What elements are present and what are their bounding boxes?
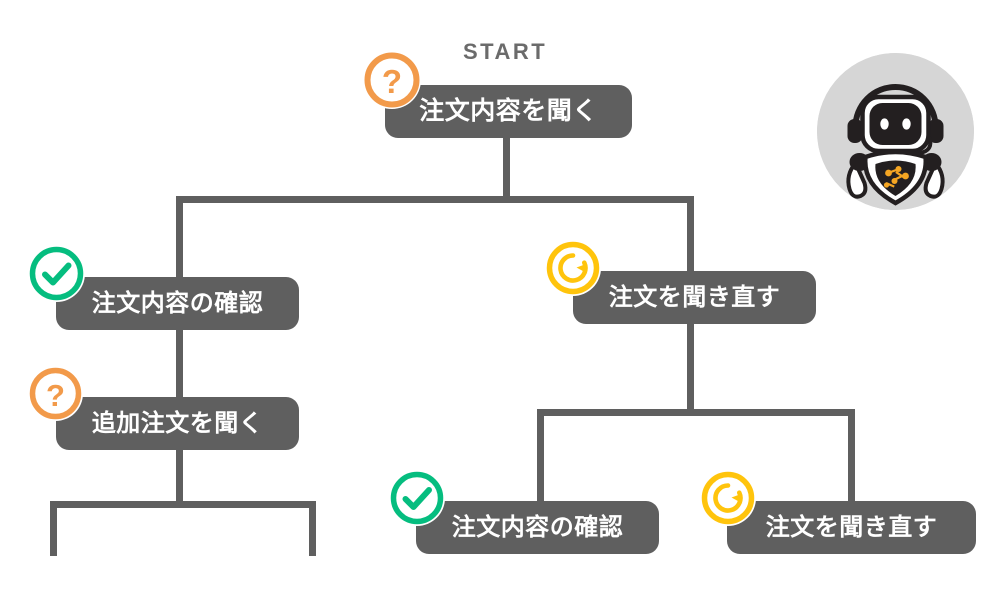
connector-left-leg-b xyxy=(309,501,316,556)
connector-left-chain-2 xyxy=(176,450,183,507)
connector-right-leg-a xyxy=(537,409,544,501)
node-right-confirm-label: 注文内容の確認 xyxy=(451,513,624,541)
node-right-retry-2[interactable]: 注文を聞き直す xyxy=(727,501,976,554)
question-icon: ? xyxy=(363,51,421,109)
node-right-confirm[interactable]: 注文内容の確認 xyxy=(416,501,659,554)
node-left-confirm[interactable]: 注文内容の確認 xyxy=(56,277,299,330)
connector-left-leg-a xyxy=(50,501,57,556)
start-label: START xyxy=(463,39,548,64)
connector-split-bar-top xyxy=(176,196,694,203)
node-right-retry-2-label: 注文を聞き直す xyxy=(765,513,938,541)
connector-left-down xyxy=(176,196,183,278)
connector-left-split-bar xyxy=(50,501,316,508)
node-root[interactable]: 注文内容を聞く xyxy=(385,85,632,138)
retry-icon xyxy=(545,240,601,296)
retry-icon xyxy=(700,470,756,526)
svg-text:?: ? xyxy=(46,378,65,413)
check-icon xyxy=(389,470,445,526)
node-left-additional[interactable]: 追加注文を聞く xyxy=(56,397,299,450)
node-left-confirm-label: 注文内容の確認 xyxy=(91,289,264,317)
node-right-retry[interactable]: 注文を聞き直す xyxy=(573,271,816,324)
robot-assistant-avatar xyxy=(817,53,974,210)
connector-right-down xyxy=(687,196,694,272)
question-icon: ? xyxy=(28,366,83,421)
node-root-label: 注文内容を聞く xyxy=(419,97,598,125)
check-icon xyxy=(28,245,85,302)
node-left-additional-label: 追加注文を聞く xyxy=(91,409,264,437)
node-right-retry-label: 注文を聞き直す xyxy=(608,283,781,311)
connector-root-down xyxy=(503,137,510,197)
connector-right-chain xyxy=(687,324,694,414)
svg-text:?: ? xyxy=(382,63,402,100)
connector-right-split-bar xyxy=(537,409,855,416)
connector-right-leg-b xyxy=(848,409,855,501)
connector-left-chain-1 xyxy=(176,330,183,398)
